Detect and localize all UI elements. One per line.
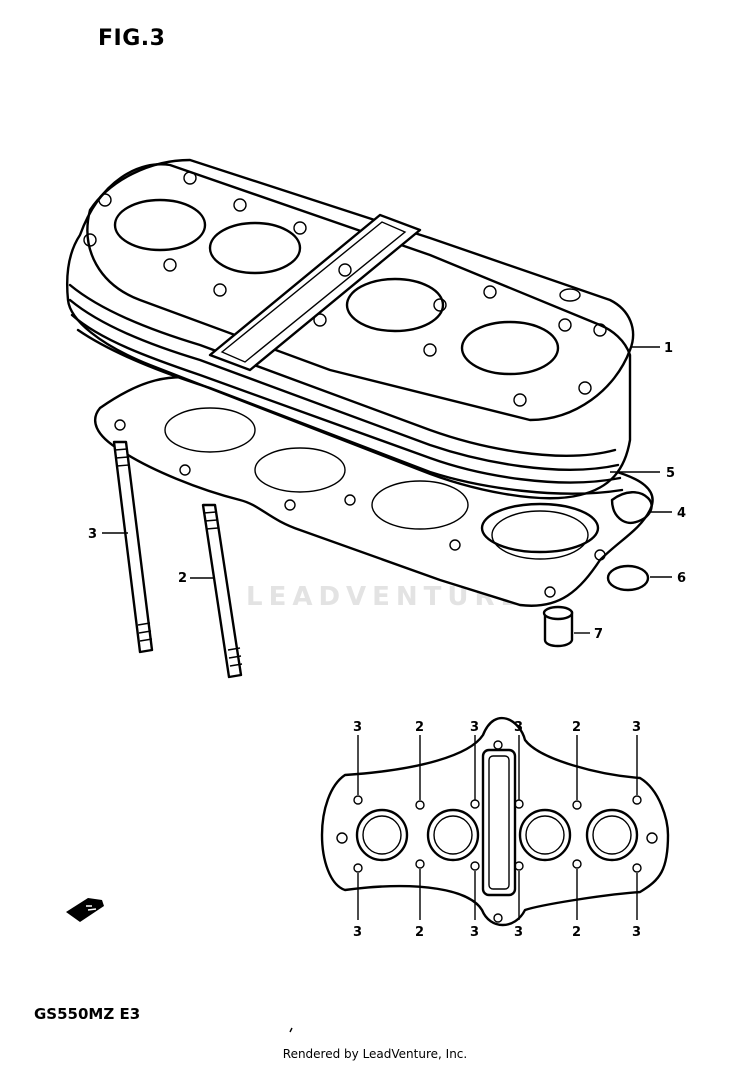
bolt-label-bottom-5: 2 bbox=[572, 925, 581, 940]
stud-bolt-long bbox=[112, 440, 154, 654]
callout-6: 6 bbox=[677, 571, 686, 586]
figure-title: FIG.3 bbox=[98, 26, 166, 51]
bolt-label-top-3: 3 bbox=[470, 720, 479, 735]
bolt-label-top-6: 3 bbox=[632, 720, 641, 735]
bolt-label-top-2: 2 bbox=[415, 720, 424, 735]
bolt-label-bottom-6: 3 bbox=[632, 925, 641, 940]
callout-7: 7 bbox=[594, 627, 603, 642]
bolt-label-bottom-4: 3 bbox=[514, 925, 523, 940]
o-ring-large bbox=[480, 502, 600, 554]
o-ring-small bbox=[606, 564, 650, 592]
model-code: GS550MZ E3 bbox=[34, 1005, 141, 1023]
stud-bolt-short bbox=[201, 503, 243, 679]
bolt-label-bottom-1: 3 bbox=[353, 925, 362, 940]
bolt-label-bottom-2: 2 bbox=[415, 925, 424, 940]
front-arrow-icon bbox=[66, 898, 104, 922]
callout-1: 1 bbox=[664, 341, 673, 356]
dowel-pin bbox=[542, 605, 574, 648]
stray-mark bbox=[289, 1027, 293, 1033]
bolt-label-top-1: 3 bbox=[353, 720, 362, 735]
bolt-label-top-5: 2 bbox=[572, 720, 581, 735]
footer-credit: Rendered by LeadVenture, Inc. bbox=[282, 1047, 468, 1061]
bolt-pattern-inset bbox=[320, 716, 670, 927]
callout-5: 5 bbox=[666, 466, 675, 481]
cylinder-block bbox=[65, 158, 635, 500]
bolt-label-top-4: 3 bbox=[514, 720, 523, 735]
bolt-label-bottom-3: 3 bbox=[470, 925, 479, 940]
callout-4: 4 bbox=[677, 506, 686, 521]
callout-3: 3 bbox=[88, 527, 97, 542]
callout-2: 2 bbox=[178, 571, 187, 586]
